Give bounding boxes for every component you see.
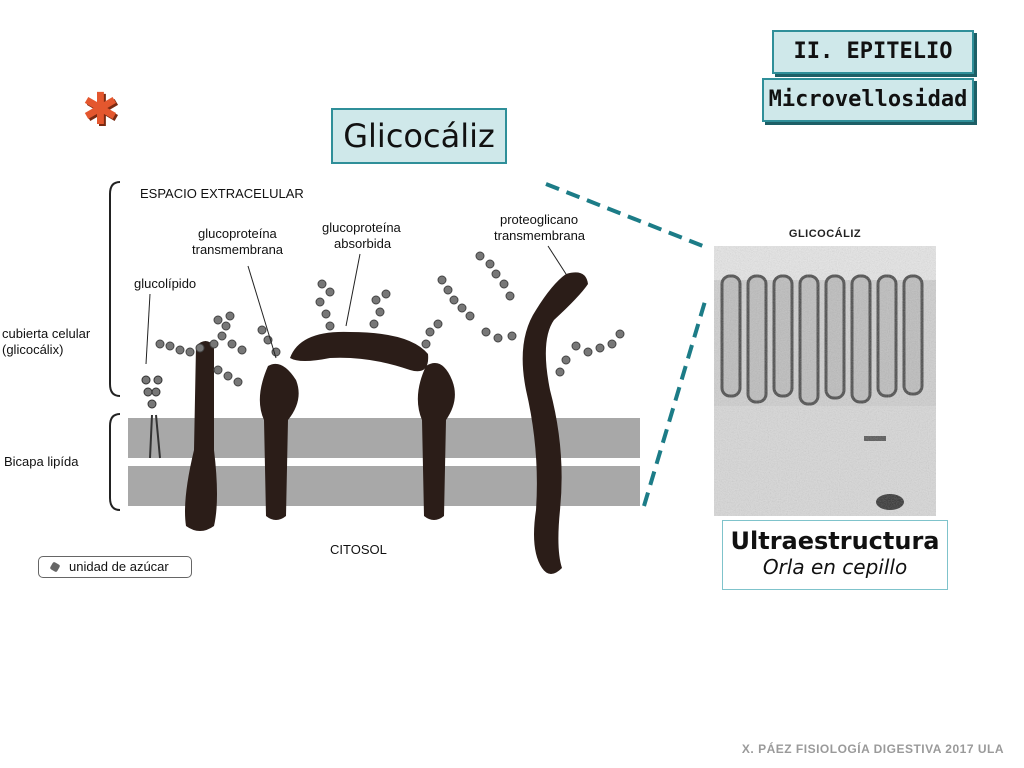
pointer-lines [145, 245, 567, 365]
label-proteoglycan-1: proteoglicano [500, 212, 578, 227]
glycoprotein-transmembrane-left [185, 341, 217, 531]
glycolipid [141, 375, 163, 459]
asterisk-icon: ✱ [82, 84, 119, 135]
footer-credit: X. PÁEZ FISIOLOGÍA DIGESTIVA 2017 ULA [741, 742, 1004, 756]
proteoglycan-transmembrane [522, 272, 588, 574]
label-glycoprotein-transmembrane-2: transmembrana [192, 242, 284, 257]
glycoprotein-transmembrane-2 [417, 363, 455, 520]
caption-title: Ultraestructura [730, 527, 940, 555]
label-extracellular: ESPACIO EXTRACELULAR [140, 186, 304, 201]
label-glycoprotein-absorbed-1: glucoproteína [322, 220, 402, 235]
sugar-chains [155, 251, 625, 387]
caption-subtitle: Orla en cepillo [762, 555, 908, 579]
label-cell-coat-2: (glicocálix) [2, 342, 63, 357]
label-cytosol: CITOSOL [330, 542, 387, 557]
label-cell-coat-1: cubierta celular [2, 326, 91, 341]
zoom-lines [545, 182, 709, 507]
micrograph [714, 246, 936, 516]
label-glycoprotein-absorbed-2: absorbida [334, 236, 392, 251]
slide-title: Glicocáliz [331, 108, 507, 164]
section-tag: II. EPITELIO [772, 30, 974, 74]
photo-label: GLICOCÁLIZ [788, 228, 862, 240]
coat-bracket [109, 181, 121, 397]
glycoprotein-absorbed [290, 331, 429, 372]
sugar-unit-icon [49, 561, 61, 573]
subsection-tag: Microvellosidad [762, 78, 974, 122]
bilayer-bracket [109, 413, 121, 511]
label-bilayer: Bicapa lipída [4, 454, 79, 469]
label-glycoprotein-transmembrane-1: glucoproteína [198, 226, 278, 241]
legend: unidad de azúcar [38, 556, 192, 578]
glycocalyx-diagram: ESPACIO EXTRACELULAR glucoproteína trans… [2, 181, 709, 574]
glycoprotein-transmembrane-1 [259, 363, 299, 520]
legend-label: unidad de azúcar [69, 559, 169, 574]
proteins [185, 272, 588, 574]
label-glycolipid: glucolípido [134, 276, 196, 291]
label-proteoglycan-2: transmembrana [494, 228, 586, 243]
caption-box: Ultraestructura Orla en cepillo [722, 520, 948, 590]
